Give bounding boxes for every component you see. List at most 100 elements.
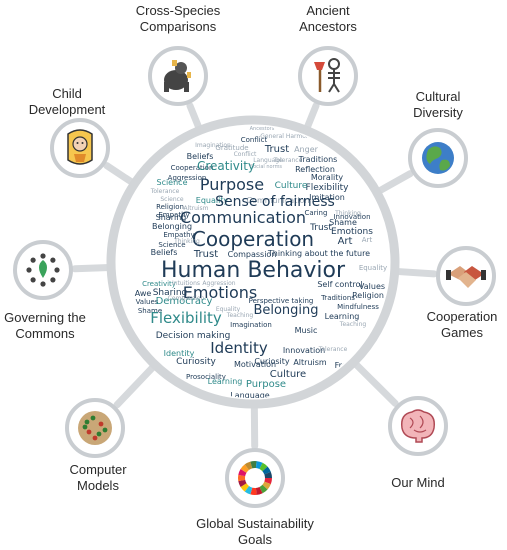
cloud-word: Traditions bbox=[298, 155, 338, 164]
spoke-4 bbox=[348, 357, 399, 407]
cloud-word: Flexibility bbox=[306, 183, 350, 193]
cloud-word: Values bbox=[136, 298, 159, 306]
cloud-word: Decision making bbox=[156, 331, 231, 341]
cloud-word: Shame bbox=[329, 218, 357, 227]
cloud-word: Tolerance bbox=[273, 157, 303, 164]
node-label: Our Mind bbox=[391, 475, 444, 490]
cloud-word: Beliefs bbox=[187, 152, 214, 161]
cloud-word: Trust bbox=[264, 144, 289, 155]
baby-icon bbox=[67, 129, 93, 165]
cloud-word: Motivation bbox=[234, 360, 276, 369]
cloud-word: Teaching bbox=[339, 321, 367, 328]
cloud-word: Identity bbox=[210, 339, 268, 357]
cloud-word: Compassion bbox=[168, 295, 205, 302]
commons-network-icon bbox=[26, 253, 60, 287]
node-label: Cultural bbox=[416, 89, 461, 104]
cloud-word: Conflict bbox=[241, 136, 268, 144]
cloud-word: Trust bbox=[309, 223, 332, 233]
node-label: Games bbox=[441, 325, 483, 340]
cloud-word: Empathy bbox=[163, 231, 194, 239]
cloud-word: Cooperation bbox=[171, 164, 214, 172]
cloud-word: Thinking bbox=[334, 210, 361, 217]
cloud-word: Values bbox=[359, 282, 385, 291]
cloud-word: Ancestors bbox=[250, 126, 275, 132]
node-ring bbox=[298, 46, 358, 106]
cloud-word: Learning bbox=[325, 312, 360, 321]
cloud-word: Learning bbox=[208, 377, 243, 386]
cloud-word: Gratitude bbox=[215, 144, 248, 152]
cloud-word: Purpose bbox=[246, 379, 286, 390]
node-label: Diversity bbox=[413, 105, 463, 120]
topic-node-4[interactable]: Our Mind bbox=[388, 396, 448, 490]
cloud-word: Awe bbox=[135, 289, 152, 298]
cloud-word: Creativity bbox=[197, 159, 255, 173]
skeleton-tools-icon bbox=[314, 58, 340, 93]
cloud-word: Music bbox=[295, 326, 318, 335]
cloud-word: Perspective taking bbox=[249, 297, 314, 305]
cloud-word: Self control bbox=[317, 280, 362, 289]
node-label: Cooperation bbox=[427, 309, 498, 324]
cloud-word: Empathy bbox=[158, 211, 189, 219]
cloud-word: Trust bbox=[193, 249, 218, 260]
cloud-word: Purpose bbox=[200, 175, 264, 194]
cloud-word: Equality bbox=[196, 196, 229, 205]
cloud-word: Creativity bbox=[142, 280, 176, 288]
cloud-word: Mindfulness bbox=[337, 303, 379, 311]
cloud-word: Art bbox=[338, 236, 353, 247]
cloud-word: Shame bbox=[138, 307, 162, 315]
cloud-word: Imitation bbox=[309, 193, 345, 202]
cloud-word: Sharing bbox=[156, 213, 187, 222]
node-label: Computer bbox=[69, 462, 127, 477]
spoke-2 bbox=[371, 170, 414, 197]
cloud-word: Human Behavior bbox=[161, 258, 346, 283]
node-label: Ancestors bbox=[299, 19, 357, 34]
cloud-word: Communication bbox=[246, 196, 309, 205]
cloud-word: Religion bbox=[352, 291, 384, 300]
cloud-word: Social norms bbox=[250, 164, 282, 170]
node-label: Commons bbox=[15, 326, 75, 341]
brain-icon bbox=[400, 409, 436, 443]
cloud-word: Flexibility bbox=[150, 309, 222, 327]
cloud-word: Teaching bbox=[226, 312, 254, 319]
cloud-word: Religion bbox=[156, 203, 184, 211]
cloud-word: Science bbox=[160, 196, 184, 203]
cloud-word: Innovation bbox=[333, 213, 370, 221]
cloud-word: Altruism bbox=[293, 358, 327, 367]
cloud-word: Altruism bbox=[183, 205, 208, 212]
cloud-word: Intuitions bbox=[172, 280, 200, 287]
node-label: Ancient bbox=[306, 3, 350, 18]
hub-ring bbox=[106, 115, 400, 409]
cloud-word: Imagination bbox=[230, 321, 272, 329]
cloud-word: Anger bbox=[294, 145, 319, 154]
cloud-word: Equality bbox=[216, 306, 241, 313]
cloud-word: Prosociality bbox=[186, 373, 226, 381]
cloud-word: Culture bbox=[275, 181, 308, 191]
cloud-word: Equality bbox=[359, 264, 387, 272]
node-ring bbox=[225, 448, 285, 508]
cloud-word: Communication bbox=[180, 208, 306, 227]
cloud-word: Imagination bbox=[195, 142, 231, 149]
node-label: Comparisons bbox=[140, 19, 217, 34]
cloud-word: Identity bbox=[164, 349, 195, 358]
cloud-word: Innovation bbox=[283, 346, 325, 355]
spoke-6 bbox=[113, 359, 160, 409]
cloud-word: Sharing bbox=[153, 288, 188, 298]
cloud-word: Thinking about the future bbox=[267, 249, 370, 258]
spoke-3 bbox=[389, 267, 438, 278]
cloud-word: Language bbox=[253, 157, 283, 164]
cloud-word: Democracy bbox=[156, 296, 213, 307]
cloud-word: Morality bbox=[311, 173, 344, 182]
cloud-word: Science bbox=[156, 178, 187, 187]
cloud-word: Aggression bbox=[168, 174, 207, 182]
simulation-map-icon bbox=[78, 411, 112, 445]
cloud-word: Reflection bbox=[295, 165, 335, 174]
